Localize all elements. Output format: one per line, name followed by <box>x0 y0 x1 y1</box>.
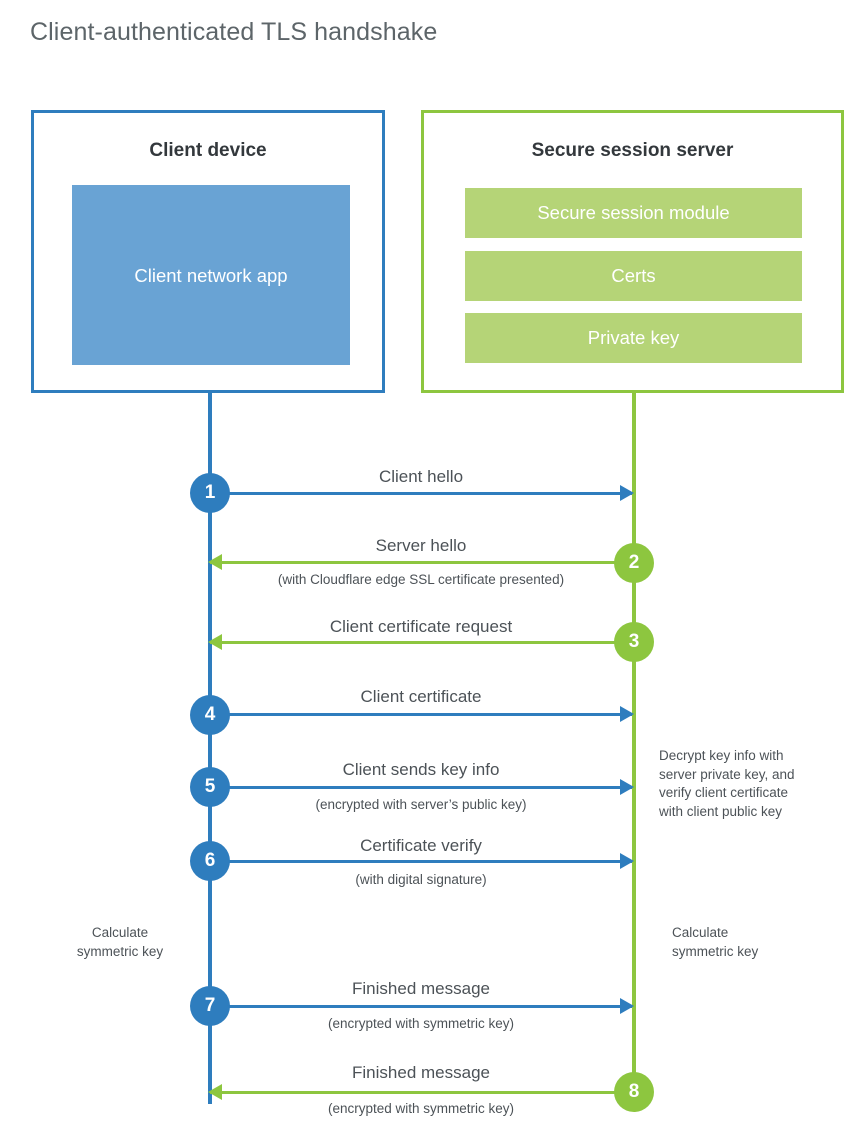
server-component-certs: Certs <box>465 251 802 301</box>
client-device-box: Client device Client network app <box>31 110 385 393</box>
step-6-label: Certificate verify <box>360 836 482 855</box>
server-decrypt-note-line-4: with client public key <box>659 803 783 819</box>
step-2-arrow-line <box>210 561 632 564</box>
step-6-arrow-line <box>210 860 632 863</box>
step-5-arrowhead-icon <box>620 779 634 795</box>
client-calc-note-line-2: symmetric key <box>76 943 164 959</box>
step-2-arrowhead-icon <box>208 554 222 570</box>
step-7-arrow-line <box>210 1005 632 1008</box>
step-4-arrowhead-icon <box>620 706 634 722</box>
page-title: Client-authenticated TLS handshake <box>30 18 438 46</box>
step-5-number-badge: 5 <box>190 767 230 807</box>
step-7-arrowhead-icon <box>620 998 634 1014</box>
step-7-sublabel: (encrypted with symmetric key) <box>327 1016 515 1031</box>
step-8-arrow-line <box>210 1091 632 1094</box>
step-4-label: Client certificate <box>360 687 482 706</box>
client-lifeline <box>208 393 212 1104</box>
step-5-arrow-line <box>210 786 632 789</box>
step-1-arrowhead-icon <box>620 485 634 501</box>
secure-session-server-title: Secure session server <box>531 140 734 161</box>
client-calculate-symmetric-key-note: Calculate symmetric key <box>40 924 200 961</box>
server-decrypt-note: Decrypt key info with server private key… <box>659 747 849 821</box>
step-1-number-badge: 1 <box>190 473 230 513</box>
step-1-label: Client hello <box>378 467 464 486</box>
step-1-arrow-line <box>210 492 632 495</box>
step-3-label: Client certificate request <box>329 617 513 636</box>
step-2-label: Server hello <box>375 536 467 555</box>
step-5-sublabel: (encrypted with server’s public key) <box>315 797 527 812</box>
server-calc-note-line-2: symmetric key <box>672 943 759 959</box>
step-3-number-badge: 3 <box>614 622 654 662</box>
step-7-number-badge: 7 <box>190 986 230 1026</box>
step-8-sublabel: (encrypted with symmetric key) <box>327 1101 515 1116</box>
step-7-label: Finished message <box>352 979 490 998</box>
step-3-arrow-line <box>210 641 632 644</box>
client-network-app-block: Client network app <box>72 185 350 365</box>
server-decrypt-note-line-2: server private key, and <box>659 766 795 782</box>
server-calculate-symmetric-key-note: Calculate symmetric key <box>672 924 832 961</box>
step-6-number-badge: 6 <box>190 841 230 881</box>
server-decrypt-note-line-1: Decrypt key info with <box>659 748 784 763</box>
step-2-sublabel: (with Cloudflare edge SSL certificate pr… <box>277 572 565 587</box>
step-4-number-badge: 4 <box>190 695 230 735</box>
step-3-arrowhead-icon <box>208 634 222 650</box>
step-8-number-badge: 8 <box>614 1072 654 1112</box>
step-8-label: Finished message <box>352 1063 490 1082</box>
step-5-label: Client sends key info <box>342 760 500 779</box>
secure-session-server-box: Secure session server Secure session mod… <box>421 110 844 393</box>
server-lifeline <box>632 393 636 1093</box>
server-decrypt-note-line-3: verify client certificate <box>659 785 789 800</box>
client-calc-note-line-1: Calculate <box>91 925 149 940</box>
step-4-arrow-line <box>210 713 632 716</box>
server-calc-note-line-1: Calculate <box>672 925 729 940</box>
step-6-sublabel: (with digital signature) <box>355 872 487 887</box>
client-device-title: Client device <box>149 140 267 161</box>
step-2-number-badge: 2 <box>614 543 654 583</box>
step-8-arrowhead-icon <box>208 1084 222 1100</box>
server-component-private-key: Private key <box>465 313 802 363</box>
step-6-arrowhead-icon <box>620 853 634 869</box>
server-component-secure-session-module: Secure session module <box>465 188 802 238</box>
